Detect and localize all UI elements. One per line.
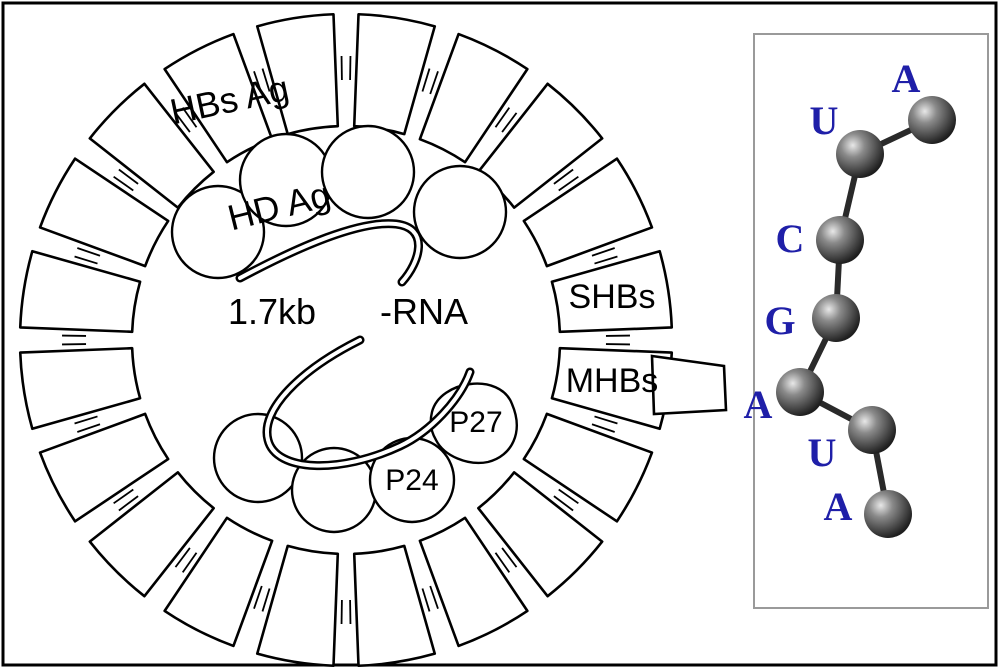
envelope-linker [181, 552, 198, 573]
envelope-segment [522, 157, 654, 268]
nucleotide-bead [864, 490, 912, 538]
p27-label: P27 [449, 406, 502, 439]
envelope-linker [594, 255, 618, 265]
nucleotide-bead [776, 368, 824, 416]
envelope-linker [113, 488, 134, 505]
hd-ag-protein [170, 184, 266, 280]
envelope-linker [591, 423, 615, 433]
envelope-segment [550, 249, 674, 334]
p24-label: P24 [385, 464, 438, 497]
envelope-linker [77, 247, 101, 257]
mhbs-label: MHBs [566, 362, 659, 400]
mhbs-protrusion [650, 354, 728, 416]
envelope-linker [558, 488, 579, 505]
envelope-linker [113, 175, 134, 192]
envelope-linker [174, 112, 191, 133]
envelope-segment [163, 516, 274, 648]
envelope-linker [558, 175, 579, 192]
envelope-segment [38, 157, 170, 268]
nucleotide-letter: C [776, 216, 805, 261]
envelope-linker [591, 247, 615, 257]
envelope-segment [88, 471, 215, 598]
nucleotide-bead [848, 406, 896, 454]
envelope-segment [255, 12, 340, 136]
nucleotide-bead [816, 216, 864, 264]
rna-type-label: -RNA [380, 291, 468, 332]
shbs-label: SHBs [569, 278, 656, 316]
hd-ag-protein [412, 164, 508, 260]
nucleotide-bead [812, 294, 860, 342]
envelope-segment [18, 249, 142, 334]
envelope-segment [418, 32, 529, 164]
envelope-linker [118, 168, 139, 185]
envelope-linker [429, 585, 439, 609]
envelope-linker [429, 71, 439, 95]
envelope-segment [522, 412, 654, 523]
envelope-linker [553, 168, 574, 185]
envelope-linker [501, 547, 518, 568]
nucleotide-letter: U [808, 430, 837, 475]
nucleotide-letter: A [744, 382, 773, 427]
nucleotide-letter: G [764, 298, 795, 343]
envelope-linker [494, 107, 511, 128]
envelope-linker [77, 423, 101, 433]
envelope-linker [74, 255, 98, 265]
envelope-segment [38, 412, 170, 523]
nucleotide-bead [908, 96, 956, 144]
envelope-linker [421, 68, 431, 92]
envelope-segment [477, 471, 604, 598]
hd-ag-protein [212, 412, 304, 504]
nucleotide-bead [836, 130, 884, 178]
envelope-linker [118, 495, 139, 512]
envelope-segment [418, 516, 529, 648]
nucleotide-letter: A [824, 484, 853, 529]
envelope-linker [253, 71, 263, 95]
envelope-linker [594, 415, 618, 425]
envelope-linker [494, 552, 511, 573]
envelope-linker [174, 547, 191, 568]
envelope-linker [421, 588, 431, 612]
envelope-ring [18, 12, 674, 668]
envelope-linker [181, 107, 198, 128]
envelope-segment [163, 32, 274, 164]
envelope-segment [352, 544, 437, 668]
hd-ag-protein [320, 124, 416, 220]
nucleotide-letter: A [892, 56, 921, 101]
envelope-linker [261, 68, 271, 92]
rna-genome [235, 219, 475, 471]
envelope-linker [253, 585, 263, 609]
envelope-linker [261, 588, 271, 612]
rna-size-label: 1.7kb [228, 291, 316, 332]
envelope-segment [18, 346, 142, 431]
envelope-linker [501, 112, 518, 133]
envelope-linker [553, 495, 574, 512]
envelope-linker [74, 415, 98, 425]
nucleotide-letter: U [810, 98, 839, 143]
envelope-segment [255, 544, 340, 668]
